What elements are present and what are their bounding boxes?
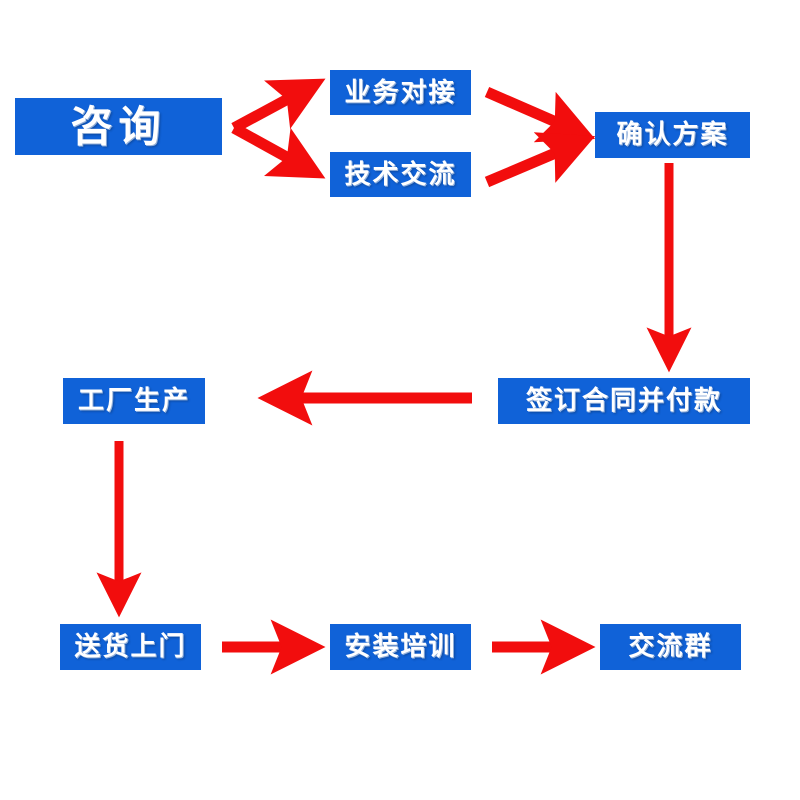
node-consult-label: 咨询 [70,101,167,151]
node-installation-training[interactable]: 安装培训 [330,624,471,670]
node-installation-training-label: 安装培训 [344,632,457,662]
node-confirm-plan[interactable]: 确认方案 [595,112,750,158]
node-sign-contract-and-pay[interactable]: 签订合同并付款 [498,378,750,424]
node-factory-production[interactable]: 工厂生产 [63,378,205,424]
node-factory-production-label: 工厂生产 [77,386,190,416]
edge-business-to-confirm [484,86,596,143]
node-confirm-plan-label: 确认方案 [616,120,729,150]
node-technical-exchange[interactable]: 技术交流 [330,152,471,197]
edge-consult-to-business [231,78,326,133]
node-exchange-group[interactable]: 交流群 [600,624,741,670]
node-sign-contract-and-pay-label: 签订合同并付款 [525,386,722,416]
node-business-docking[interactable]: 业务对接 [330,70,471,115]
edge-tech-to-confirm [484,132,596,188]
edge-consult-to-tech [231,123,326,179]
node-home-delivery[interactable]: 送货上门 [60,624,201,670]
node-consult[interactable]: 咨询 [15,98,222,155]
node-home-delivery-label: 送货上门 [74,632,187,662]
node-business-docking-label: 业务对接 [344,77,457,108]
node-exchange-group-label: 交流群 [628,632,713,662]
node-technical-exchange-label: 技术交流 [344,159,457,190]
